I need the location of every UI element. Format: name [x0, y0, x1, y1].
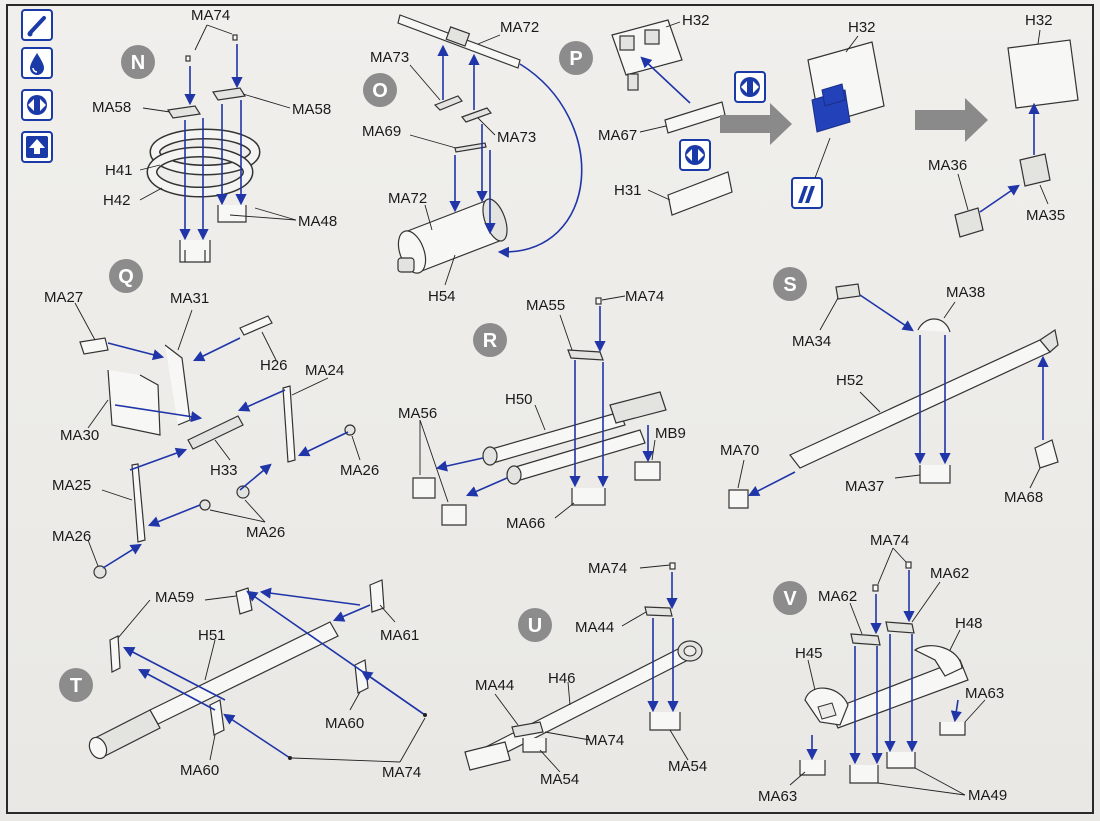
label-ma63-v-1: MA63 [965, 685, 1004, 702]
svg-text:V: V [783, 588, 797, 610]
step-n-drawing: MA74 MA58 MA58 H41 H42 MA48 [92, 7, 337, 263]
label-ma34: MA34 [792, 333, 831, 350]
label-ma48: MA48 [298, 213, 337, 230]
label-ma38: MA38 [946, 284, 985, 301]
label-ma74-t: MA74 [382, 764, 421, 781]
label-ma74-n: MA74 [191, 7, 230, 24]
label-ma74-v: MA74 [870, 532, 909, 549]
label-ma73-o-1: MA73 [370, 49, 409, 66]
step-badge-p: P [559, 41, 593, 75]
legend-icons [21, 9, 53, 163]
step-v-drawing: MA74 MA62 MA62 H48 H45 MA63 MA63 MA49 [758, 532, 1007, 805]
step-badges: N O P Q R S T U V [59, 41, 807, 702]
label-ma54-u-2: MA54 [668, 758, 707, 775]
label-ma63-v-2: MA63 [758, 788, 797, 805]
label-ma27: MA27 [44, 289, 83, 306]
label-ma62-v-2: MA62 [930, 565, 969, 582]
label-mb9: MB9 [655, 425, 686, 442]
label-ma72-o-2: MA72 [388, 190, 427, 207]
label-ma62-v-1: MA62 [818, 588, 857, 605]
label-ma25: MA25 [52, 477, 91, 494]
step-badge-q: Q [109, 259, 143, 293]
label-ma30: MA30 [60, 427, 99, 444]
assembly-icon [21, 131, 53, 163]
label-ma73-o-2: MA73 [497, 129, 536, 146]
label-ma31: MA31 [170, 290, 209, 307]
step-r-drawing: MA55 MA74 H50 MA56 MB9 MA66 [398, 288, 686, 532]
label-ma35: MA35 [1026, 207, 1065, 224]
paint-icon [21, 9, 53, 41]
step-t-drawing: MA59 H51 MA61 MA60 MA60 MA74 [88, 579, 427, 781]
svg-text:T: T [70, 675, 82, 697]
label-ma26-q-1: MA26 [340, 462, 379, 479]
label-h32-p-3: H32 [1025, 12, 1053, 29]
step-badge-v: V [773, 581, 807, 615]
label-ma74-u-2: MA74 [585, 732, 624, 749]
svg-text:R: R [483, 330, 498, 352]
label-ma74-r: MA74 [625, 288, 664, 305]
step-badge-u: U [518, 608, 552, 642]
step-q-drawing: MA27 MA31 H26 MA24 MA30 H33 MA26 MA25 MA… [44, 289, 379, 579]
label-ma69: MA69 [362, 123, 401, 140]
svg-text:N: N [131, 52, 145, 74]
svg-text:U: U [528, 615, 542, 637]
label-ma67: MA67 [598, 127, 637, 144]
step-s-drawing: MA34 MA38 H52 MA70 MA37 MA68 [720, 283, 1059, 509]
step-badge-s: S [773, 267, 807, 301]
label-ma56: MA56 [398, 405, 437, 422]
label-ma44-u-2: MA44 [475, 677, 514, 694]
svg-text:S: S [783, 274, 796, 296]
label-ma37: MA37 [845, 478, 884, 495]
label-ma49: MA49 [968, 787, 1007, 804]
label-ma24: MA24 [305, 362, 344, 379]
label-ma55: MA55 [526, 297, 565, 314]
svg-text:Q: Q [118, 266, 134, 288]
sheet-border [6, 4, 1094, 814]
label-ma70: MA70 [720, 442, 759, 459]
label-h33: H33 [210, 462, 238, 479]
label-ma72-o-1: MA72 [500, 19, 539, 36]
option-icon [21, 89, 53, 121]
label-ma60-t-1: MA60 [180, 762, 219, 779]
label-h52: H52 [836, 372, 864, 389]
label-h42: H42 [103, 192, 131, 209]
label-ma26-q-3: MA26 [246, 524, 285, 541]
step-badge-t: T [59, 668, 93, 702]
label-ma66: MA66 [506, 515, 545, 532]
label-ma60-t-2: MA60 [325, 715, 364, 732]
label-h48: H48 [955, 615, 983, 632]
step-p-drawing: H32 MA67 H31 H32 H32 MA36 MA35 [598, 12, 1079, 238]
step-badge-n: N [121, 45, 155, 79]
label-ma61: MA61 [380, 627, 419, 644]
label-h51: H51 [198, 627, 226, 644]
label-ma68: MA68 [1004, 489, 1043, 506]
step-o-drawing: MA72 MA73 MA73 MA69 MA72 H54 [362, 14, 583, 305]
label-ma44-u-1: MA44 [575, 619, 614, 636]
label-ma36: MA36 [928, 157, 967, 174]
label-h46: H46 [548, 670, 576, 687]
step-badge-o: O [363, 73, 397, 107]
label-ma74-u-1: MA74 [588, 560, 627, 577]
label-h32-p-2: H32 [848, 19, 876, 36]
svg-text:O: O [372, 80, 388, 102]
label-h26: H26 [260, 357, 288, 374]
label-h41: H41 [105, 162, 133, 179]
step-badge-r: R [473, 323, 507, 357]
label-h45: H45 [795, 645, 823, 662]
label-h54: H54 [428, 288, 456, 305]
label-h31: H31 [614, 182, 642, 199]
svg-text:P: P [569, 48, 582, 70]
label-ma26-q-2: MA26 [52, 528, 91, 545]
label-h32-p-1: H32 [682, 12, 710, 29]
label-ma54-u-1: MA54 [540, 771, 579, 788]
step-u-drawing: MA74 MA44 MA44 H46 MA74 MA54 MA54 [464, 560, 707, 788]
glue-icon [21, 47, 53, 79]
label-h50: H50 [505, 391, 533, 408]
label-ma59: MA59 [155, 589, 194, 606]
label-ma58-n-2: MA58 [292, 101, 331, 118]
label-ma58-n-1: MA58 [92, 99, 131, 116]
